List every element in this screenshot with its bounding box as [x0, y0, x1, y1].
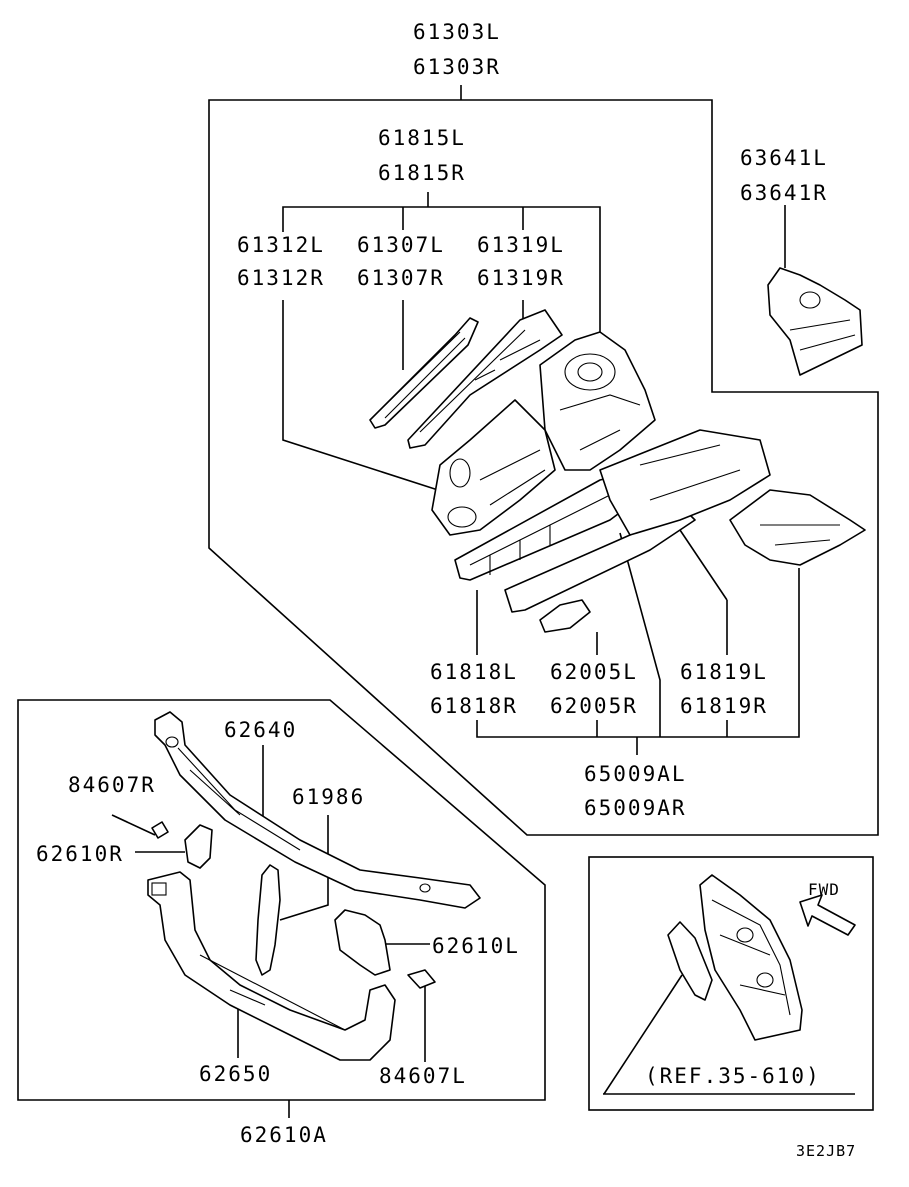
label-65009AL: 65009AL [584, 762, 687, 786]
label-61819L: 61819L [680, 660, 768, 684]
label-61818L: 61818L [430, 660, 518, 684]
label-61986: 61986 [292, 785, 366, 809]
part-61986 [255, 864, 281, 976]
part-62650 [147, 871, 396, 1061]
leader-61986 [279, 815, 329, 921]
label-61312L: 61312L [237, 233, 325, 257]
part-ref-bracket [667, 921, 713, 1001]
label-62610A: 62610A [240, 1123, 328, 1147]
upper-group-boundary [208, 99, 879, 836]
label-61307R: 61307R [357, 266, 445, 290]
label-61819R: 61819R [680, 694, 768, 718]
label-61319L: 61319L [477, 233, 565, 257]
label-62610R: 62610R [36, 842, 124, 866]
ref-leader [603, 974, 683, 1095]
leader-84607R [111, 814, 156, 836]
label-61312R: 61312R [237, 266, 325, 290]
label-62005L: 62005L [550, 660, 638, 684]
leader-61312 [282, 300, 439, 491]
label-63641R: 63641R [740, 181, 828, 205]
label-62650: 62650 [199, 1062, 273, 1086]
part-61819 [599, 429, 771, 536]
part-ref-panel [699, 874, 803, 1041]
part-63641 [767, 267, 863, 376]
part-61319 [407, 309, 563, 449]
ref-box [588, 856, 874, 1111]
part-62640 [154, 711, 481, 909]
label-diagram-code: 3E2JB7 [796, 1142, 857, 1160]
lower-group-boundary [17, 699, 546, 1101]
label-61303R: 61303R [413, 55, 501, 79]
label-61307L: 61307L [357, 233, 445, 257]
part-62610R [151, 821, 213, 869]
label-ref: (REF.35-610) [645, 1064, 821, 1088]
part-62610L [334, 909, 436, 989]
label-84607L: 84607L [379, 1064, 467, 1088]
part-61815 [539, 331, 656, 471]
bracket-61815 [282, 192, 601, 332]
fwd-arrow-icon [799, 894, 856, 936]
label-62005R: 62005R [550, 694, 638, 718]
part-62005 [539, 599, 591, 633]
part-61819-ext [729, 489, 866, 566]
label-61815L: 61815L [378, 126, 466, 150]
label-65009AR: 65009AR [584, 796, 687, 820]
label-61319R: 61319R [477, 266, 565, 290]
label-fwd: FWD [808, 880, 840, 899]
label-61818R: 61818R [430, 694, 518, 718]
label-62610L: 62610L [432, 934, 520, 958]
label-84607R: 84607R [68, 773, 156, 797]
part-61312 [431, 399, 556, 536]
label-62640: 62640 [224, 718, 298, 742]
part-61307 [369, 317, 479, 429]
label-61815R: 61815R [378, 161, 466, 185]
bracket-65009 [476, 529, 800, 755]
label-63641L: 63641L [740, 146, 828, 170]
label-61303L: 61303L [413, 20, 501, 44]
